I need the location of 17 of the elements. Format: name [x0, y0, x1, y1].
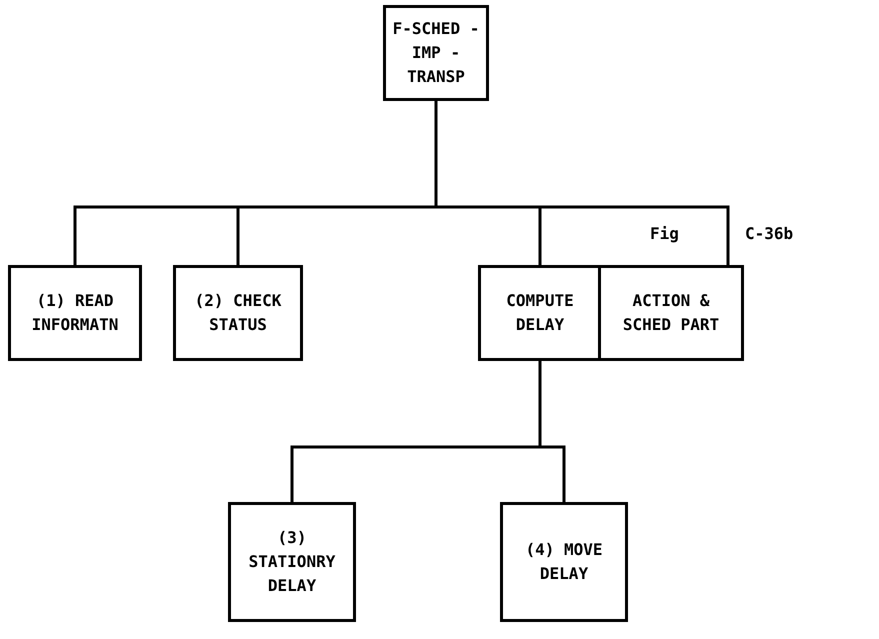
box-label: (2) CHECK STATUS [194, 290, 282, 336]
connector-line [434, 101, 730, 265]
box-label: (3) STATIONRY DELAY [248, 527, 336, 597]
process-box [383, 5, 489, 101]
box-label: (1) READ INFORMATN [30, 290, 120, 336]
process-box [598, 265, 744, 361]
process-box [228, 502, 356, 622]
figure-label: C-36b [745, 224, 794, 243]
box-label: ACTION & SCHED PART [622, 290, 720, 336]
process-box [500, 502, 628, 622]
box-label: (4) MOVE DELAY [524, 539, 604, 585]
figure-label: Fig [650, 224, 679, 243]
connector-line [538, 361, 566, 502]
box-label: F-SCHED -IMP -TRANSP [392, 18, 480, 88]
box-label: COMPUTE DELAY [505, 290, 575, 336]
process-box [8, 265, 142, 361]
process-box [173, 265, 303, 361]
